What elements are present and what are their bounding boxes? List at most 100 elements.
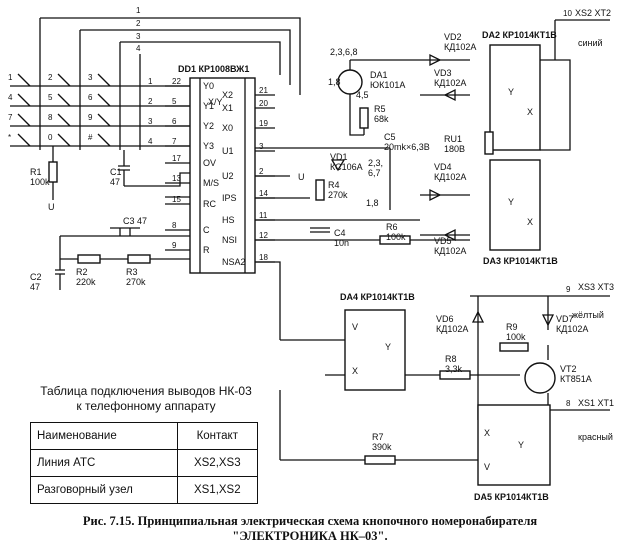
dd1-right-pin-number: 11 — [259, 211, 268, 220]
vd1-pins: 2,3,6,7 — [368, 158, 383, 178]
key-2: 2 — [48, 73, 53, 82]
dd1-right-pin-number: 14 — [259, 189, 268, 198]
da5-v: V — [484, 462, 490, 472]
keypad-row-wires: 1 2 3 4 — [10, 77, 190, 147]
table-row: Разговорный узел XS1,XS2 — [30, 476, 259, 504]
dd1-right-pin-label: NSA2 — [222, 257, 246, 267]
xs2-num: 10 — [563, 9, 572, 18]
left-wire-num-4: 4 — [148, 137, 153, 146]
dd1-left-pin-label: OV — [203, 158, 216, 168]
top-wire-num-4: 4 — [136, 44, 141, 53]
dd1-left-pin-number: 17 — [172, 154, 181, 163]
dd1-right-pin-number: 12 — [259, 231, 268, 240]
table-header-cell: Наименование — [30, 422, 178, 450]
caption-line2: "ЭЛЕКТРОНИКА НК–03". — [232, 529, 388, 543]
dd1-left-pin-label: Y3 — [203, 141, 214, 151]
da2-y: Y — [508, 87, 514, 97]
vd1-pin-b: 1,8 — [366, 198, 379, 208]
key-5: 5 — [48, 93, 53, 102]
xs2-label: XS2 XT2 — [575, 8, 611, 18]
da4-v: V — [352, 322, 358, 332]
dd1-left-pin-label: C — [203, 225, 210, 235]
table-cell: Линия АТС — [30, 449, 178, 477]
dd1-left-pin-number: 13 — [172, 174, 181, 183]
da5-title: DA5 КР1014КТ1В — [474, 492, 549, 502]
keypad-column-wires: 1 2 3 4 — [39, 6, 301, 150]
keypad-switches: 1 2 3 4 5 6 7 8 9 * 0 # — [8, 73, 111, 147]
dd1-left-pin-label: Y0 — [203, 81, 214, 91]
dd1-right-pin-number: 18 — [259, 253, 268, 262]
da3-x: X — [527, 217, 533, 227]
xs1-color: красный — [578, 432, 613, 442]
connection-table-title-line2: к телефонному аппарату — [76, 399, 216, 413]
key-4: 4 — [8, 93, 13, 102]
key-9: 9 — [88, 113, 93, 122]
xs2-color: синий — [578, 38, 603, 48]
terminal-xs1: 8 XS1 XT1 красный — [550, 398, 614, 442]
dd1-left-pin-label: Y2 — [203, 121, 214, 131]
terminal-xs3: 9 XS3 XT3 жёлтый — [470, 282, 614, 320]
da3-title: DA3 КР1014КТ1В — [483, 256, 558, 266]
xs1-num: 8 — [566, 399, 571, 408]
xs1-label: XS1 XT1 — [578, 398, 614, 408]
left-wire-num-3: 3 — [148, 117, 153, 126]
dd1-right-pin-label: U2 — [222, 171, 234, 181]
key-6: 6 — [88, 93, 93, 102]
dd1-left-pin-number: 9 — [172, 241, 177, 250]
connection-table-title: Таблица подключения выводов НК-03 к теле… — [20, 384, 272, 414]
dd1-left-pin-number: 7 — [172, 137, 177, 146]
top-wire-num-3: 3 — [136, 32, 141, 41]
da4-y: Y — [385, 342, 391, 352]
connection-table-block: Таблица подключения выводов НК-03 к теле… — [20, 384, 272, 504]
vd1-symbol — [330, 159, 346, 172]
da2-title: DA2 КР1014КТ1В — [482, 30, 557, 40]
table-header-row: Наименование Контакт — [30, 422, 259, 450]
dd1-right-pin-number: 19 — [259, 119, 268, 128]
key-hash: # — [88, 133, 93, 142]
dd1-left-pin-label: M/S — [203, 178, 219, 188]
dd1-left-pin-number: 22 — [172, 77, 181, 86]
figure-caption: Рис. 7.15. Принципиальная электрическая … — [0, 514, 620, 544]
top-wire-num-1: 1 — [136, 6, 141, 15]
da1-pins-a: 2,3,6,8 — [330, 47, 358, 57]
da2-chip: DA2 КР1014КТ1В Y X — [482, 30, 557, 151]
connection-table-title-line1: Таблица подключения выводов НК-03 — [40, 384, 252, 398]
da5-x: X — [484, 428, 490, 438]
key-8: 8 — [48, 113, 53, 122]
r1-body — [48, 161, 58, 183]
dd1-right-pin-label: NSI — [222, 235, 237, 245]
xs3-label: XS3 XT3 — [578, 282, 614, 292]
key-3: 3 — [88, 73, 93, 82]
key-1: 1 — [8, 73, 13, 82]
u-label-right: U — [298, 172, 305, 182]
table-header-cell: Контакт — [176, 422, 259, 450]
xs3-num: 9 — [566, 285, 571, 294]
da3-y: Y — [508, 197, 514, 207]
key-0: 0 — [48, 133, 53, 142]
dd1-left-pin-number: 5 — [172, 97, 177, 106]
dd1-left-pin-label: R — [203, 245, 210, 255]
u-label-left: U — [48, 202, 55, 212]
dd1-right-pin-number: 2 — [259, 167, 264, 176]
